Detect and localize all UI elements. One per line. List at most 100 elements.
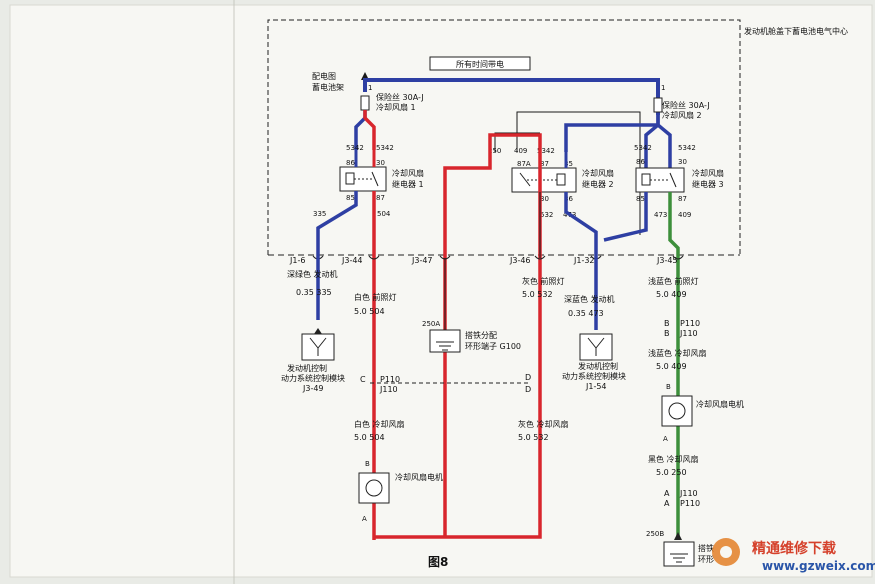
inline-c-p110: P110 bbox=[380, 375, 400, 384]
wire-250-gauge: 5.0 250 bbox=[656, 468, 687, 477]
figure-caption: 图8 bbox=[428, 555, 448, 569]
relay3-pin-85: 85 bbox=[636, 195, 645, 203]
connector-j3-46: J3-46 bbox=[509, 256, 531, 265]
ecm-right-transistor-icon bbox=[587, 337, 605, 356]
relay1-pin-87: 87 bbox=[376, 194, 385, 202]
fuse1-pin: 1 bbox=[368, 84, 372, 92]
ecm-module-right bbox=[579, 333, 613, 361]
connector-j3-44: J3-44 bbox=[341, 256, 363, 265]
relay3-pin-87: 87 bbox=[678, 195, 687, 203]
fuse2-pin: 1 bbox=[661, 84, 665, 92]
wire-504-gauge: 5.0 504 bbox=[354, 307, 385, 316]
ground-right-code: 250B bbox=[646, 530, 664, 538]
connector-j3-45: J3-45 bbox=[656, 256, 678, 265]
relay1-circuit-bottom-right: 504 bbox=[377, 210, 391, 218]
left-motor-icon bbox=[365, 479, 383, 497]
relay1-switch-feed-wire bbox=[363, 110, 376, 150]
wire-335-gauge: 0.35 335 bbox=[296, 288, 332, 297]
inline-a-p110: P110 bbox=[680, 499, 700, 508]
relay1-circuit-bottom-left: 335 bbox=[313, 210, 326, 218]
ecm-left-label-line2: 动力系统控制模块 bbox=[281, 373, 345, 383]
fuse2-label-line1: 保险丝 30A-J bbox=[662, 100, 710, 110]
wire-532-description: 灰色 前照灯 bbox=[522, 276, 565, 286]
paper-sheet bbox=[9, 4, 873, 578]
wire-532-lower-gauge: 5.0 532 bbox=[518, 433, 549, 442]
wire-504-lower-gauge: 5.0 504 bbox=[354, 433, 385, 442]
relay3-label-line1: 冷却风扇 bbox=[692, 168, 724, 178]
wire-409-description: 浅蓝色 前照灯 bbox=[648, 276, 699, 286]
electrical-center-boundary bbox=[267, 19, 741, 255]
fuse1-symbol bbox=[360, 95, 370, 111]
ground-g100-label-line1: 搭铁分配 bbox=[465, 330, 497, 340]
right-motor-pin-a: A bbox=[663, 435, 668, 443]
relay2-pin-85: 85 bbox=[564, 160, 573, 168]
electrical-center-title: 发动机舱盖下蓄电池电气中心 bbox=[744, 26, 848, 36]
inline-b-pin-bottom: B bbox=[664, 329, 670, 338]
wire-409-gauge: 5.0 409 bbox=[656, 290, 687, 299]
connector-j3-46-symbol bbox=[534, 255, 546, 260]
inline-d-pin-top: D bbox=[525, 373, 531, 382]
ecm-left-transistor-icon bbox=[309, 337, 327, 356]
relay2-circuit-5342: 5342 bbox=[537, 147, 555, 155]
relay2-pin-87: 87 bbox=[540, 160, 549, 168]
ground-g100-code: 250A bbox=[422, 320, 440, 328]
inline-a-pin-top: A bbox=[664, 489, 670, 498]
ecm-left-label-line1: 发动机控制 bbox=[287, 363, 327, 373]
connector-j3-44-symbol bbox=[368, 255, 380, 260]
relay1-contact-symbol bbox=[371, 171, 379, 187]
relay1-label-line1: 冷却风扇 bbox=[392, 168, 424, 178]
wire-473-description: 深蓝色 发动机 bbox=[564, 294, 615, 304]
wire-473-gauge: 0.35 473 bbox=[568, 309, 604, 318]
wire-532-lower-description: 灰色 冷却风扇 bbox=[518, 419, 569, 429]
relay3-circuit-top-left: 5342 bbox=[634, 144, 652, 152]
ecm-right-label-line2: 动力系统控制模块 bbox=[562, 371, 626, 381]
relay2-circuit-532: 532 bbox=[540, 211, 553, 219]
site-watermark: 精通维修下载 www.gzweix.com bbox=[712, 538, 875, 573]
ecm-left-pin: J3-49 bbox=[302, 384, 324, 393]
ecm-right-pin: J1-54 bbox=[585, 382, 607, 391]
ground-g100-box bbox=[429, 329, 461, 353]
right-motor-icon bbox=[668, 402, 686, 420]
relay3-circuit-top-right: 5342 bbox=[678, 144, 696, 152]
relay3-switch-feed-wire bbox=[656, 115, 672, 168]
relay2-pin-86: 86 bbox=[564, 195, 573, 203]
wire-250-description: 黑色 冷却风扇 bbox=[648, 454, 699, 464]
connector-j3-47: J3-47 bbox=[411, 256, 433, 265]
relay1-circuit-top-left: 5342 bbox=[346, 144, 364, 152]
inline-b-p110: P110 bbox=[680, 319, 700, 328]
battery-label-line2: 蓄电池架 bbox=[312, 82, 344, 92]
left-motor-pin-b: B bbox=[365, 460, 370, 468]
watermark-gear-hole bbox=[720, 546, 732, 558]
relay2-label-line1: 冷却风扇 bbox=[582, 168, 614, 178]
ground-right-label-line2: 环形 bbox=[698, 555, 714, 564]
relay1-pin-86: 86 bbox=[346, 159, 355, 167]
cooling-fan-motor-right bbox=[661, 395, 693, 427]
inline-a-pin-bottom: A bbox=[664, 499, 670, 508]
relay3-pin-86: 86 bbox=[636, 158, 645, 166]
ground-right-terminal-icon bbox=[674, 532, 682, 540]
right-motor-pin-b: B bbox=[666, 383, 671, 391]
battery-label-line1: 配电图 bbox=[312, 71, 336, 81]
fuse2-label-line2: 冷却风扇 2 bbox=[662, 110, 702, 120]
hot-at-all-times-box bbox=[429, 56, 531, 71]
connector-j1-32: J1-32 bbox=[573, 256, 595, 265]
connector-j1-6: J1-6 bbox=[289, 256, 305, 265]
inline-c-pin: C bbox=[360, 375, 366, 384]
ecm-left-terminal-icon bbox=[314, 328, 322, 334]
inline-c-j110: J110 bbox=[379, 385, 398, 394]
inline-a-j110: J110 bbox=[679, 489, 698, 498]
relay1-pin-30: 30 bbox=[376, 159, 385, 167]
hot-at-all-times-label: 所有时间带电 bbox=[456, 59, 504, 69]
ground-right-label-line1: 搭铁 bbox=[698, 543, 714, 553]
wire-335-description: 深绿色 发动机 bbox=[287, 269, 338, 279]
fuse1-label-line1: 保险丝 30A-J bbox=[376, 92, 424, 102]
relay2-label-line2: 继电器 2 bbox=[582, 179, 614, 189]
ecm-module-left bbox=[301, 333, 335, 361]
relay2-pin-87a: 87A bbox=[517, 160, 531, 168]
relay2-87a-black-wire bbox=[494, 132, 540, 152]
connector-j3-45-symbol bbox=[672, 255, 684, 260]
wire-532-gauge: 5.0 532 bbox=[522, 290, 553, 299]
circuit-335-wire bbox=[316, 191, 358, 258]
